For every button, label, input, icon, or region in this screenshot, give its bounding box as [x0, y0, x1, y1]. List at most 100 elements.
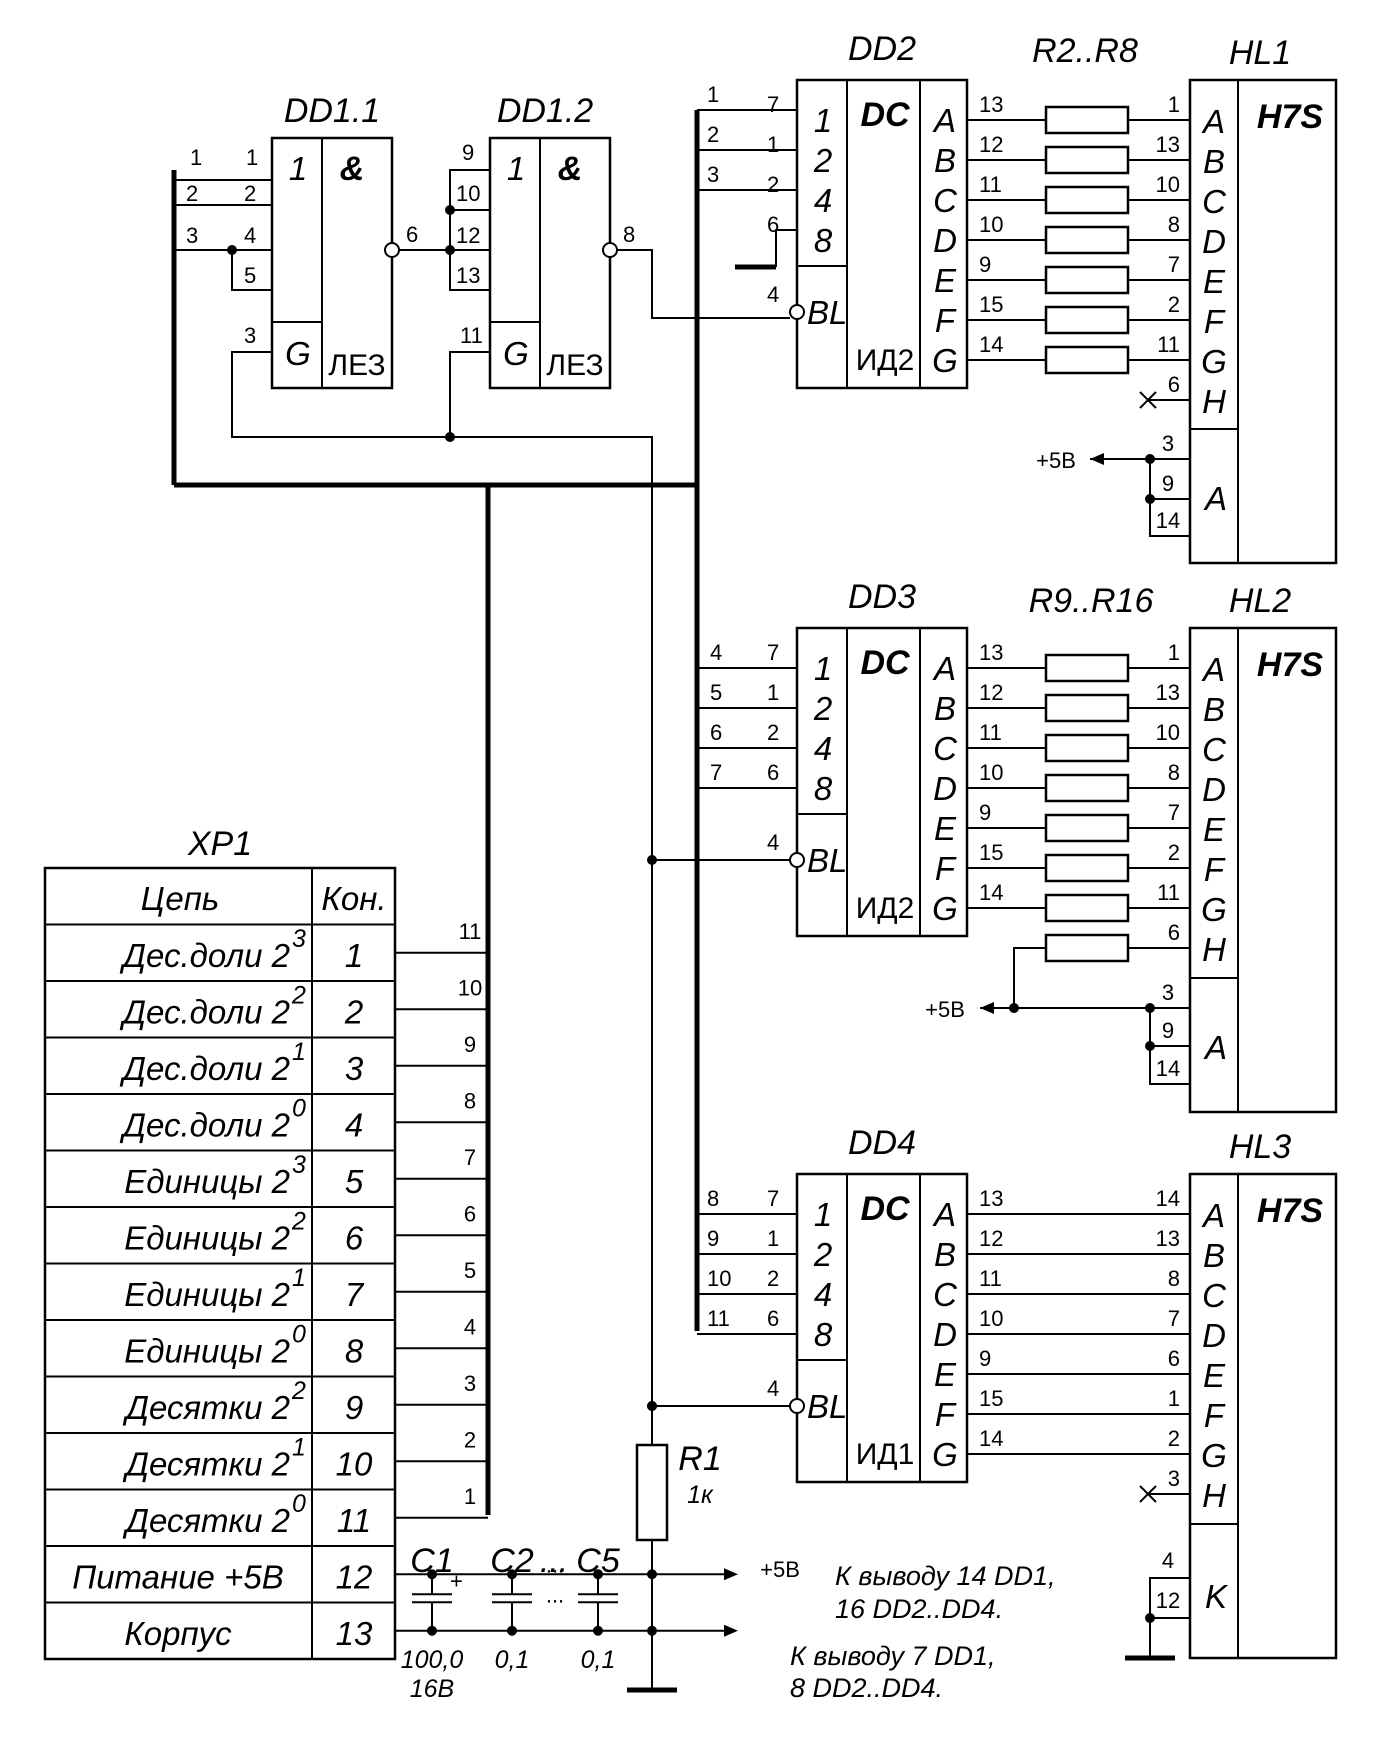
dd3-chip [795, 626, 969, 938]
dd2-bl-bubble [789, 304, 805, 320]
xp1-row-name: Дес.доли 2 [119, 1106, 290, 1143]
dd1-1-in-label: 1 [289, 150, 307, 187]
bus-pin: 4 [710, 640, 722, 665]
resistor-r2-r8 [1044, 105, 1130, 135]
dd3-out-label: B [934, 690, 956, 727]
hl2-title: HL2 [1229, 582, 1291, 620]
dd1-2-enable-label: G [503, 335, 529, 372]
hl2-seg-pin: 11 [1157, 880, 1180, 905]
dd1-1-and-label: & [340, 150, 365, 188]
dd2-out-label: E [934, 262, 957, 299]
c2-value: 0,1 [495, 1646, 530, 1674]
dd4-bl-label: BL [807, 1388, 847, 1425]
dd2-title: DD2 [848, 30, 916, 68]
xp1-bus-pin: 10 [458, 975, 482, 1000]
cap-dots: ... [540, 1542, 568, 1580]
xp1-row-contact: 3 [345, 1050, 364, 1087]
dd4-chip-pin: 1 [767, 1226, 779, 1251]
dd2-in-label: 2 [813, 142, 832, 179]
power-note-2: 16 DD2..DD4. [835, 1594, 1003, 1624]
plus5-arrow-hl1 [1090, 453, 1104, 465]
xp1-row-exp: 1 [292, 1038, 306, 1066]
hl3-seg-label: H [1202, 1477, 1226, 1514]
xp1-bus-pin: 1 [464, 1484, 476, 1509]
dd1-2-type: ЛЕЗ [546, 349, 603, 382]
xp1-bus-pin: 2 [464, 1427, 476, 1452]
xp1-bus-pin: 3 [464, 1371, 476, 1396]
hl1-common-pin: 9 [1162, 471, 1174, 496]
dd3-out-pin: 12 [979, 680, 1003, 705]
hl3-title: HL3 [1229, 1128, 1291, 1166]
dd3-title: DD3 [848, 578, 916, 616]
pin: 8 [623, 222, 635, 247]
junction-dot [647, 855, 657, 865]
xp1-row-contact: 6 [345, 1219, 364, 1256]
hl1-common-label: A [1203, 480, 1227, 517]
cap-dots: ... [546, 1552, 564, 1577]
dd4-chip-pin: 2 [767, 1266, 779, 1291]
dd3-bl-pin: 4 [767, 830, 779, 855]
junction-dot [445, 245, 455, 255]
dd3-out-pin: 11 [979, 720, 1002, 745]
xp1-row-name: Десятки 2 [122, 1445, 290, 1482]
hl1-seg-pin: 8 [1168, 212, 1180, 237]
bus-pin: 10 [707, 1266, 731, 1291]
junction-dot [1145, 454, 1155, 464]
dd2-chip-pin: 1 [767, 132, 779, 157]
plus5-arrow-hl2 [980, 1002, 994, 1014]
xp1-row-contact: 13 [336, 1615, 373, 1652]
xp1-row-exp: 1 [292, 1264, 306, 1292]
resistor-r9-r16 [1044, 893, 1130, 923]
hl3-seg-label: D [1202, 1317, 1226, 1354]
dd3-out-pin: 9 [979, 800, 991, 825]
dd2-in-label: 8 [814, 222, 833, 259]
bus-pin: 6 [710, 720, 722, 745]
hl3-seg-pin: 1 [1168, 1386, 1180, 1411]
plus5-hl1: +5В [1036, 448, 1076, 473]
dd2-out-pin: 15 [979, 292, 1003, 317]
dd3-in-label: 2 [813, 690, 832, 727]
xp1-row-exp: 2 [291, 1377, 306, 1405]
hl3-seg-label: A [1201, 1197, 1225, 1234]
hl1-seg-label: D [1202, 223, 1226, 260]
hl3-seg-pin: 6 [1168, 1346, 1180, 1371]
dd4-in-label: 1 [814, 1196, 832, 1233]
pin: 1 [246, 145, 258, 170]
c5-value: 0,1 [581, 1646, 616, 1674]
dd3-chip-pin: 6 [767, 760, 779, 785]
xp1-bus-pin: 9 [464, 1032, 476, 1057]
xp1-row-name: Единицы 2 [124, 1332, 290, 1369]
dd4-in-label: 8 [814, 1316, 833, 1353]
hl3-type: H7S [1257, 1192, 1323, 1230]
xp1-row-contact: 10 [336, 1445, 373, 1482]
hl3-common-pin: 12 [1156, 1588, 1180, 1613]
junction-dot [1145, 1041, 1155, 1051]
c5-label: C5 [576, 1542, 620, 1580]
xp1-title: XP1 [187, 825, 252, 863]
hl3-seg-label: B [1203, 1237, 1225, 1274]
xp1-row-name: Десятки 2 [122, 1389, 290, 1426]
dd2-out-label: B [934, 142, 956, 179]
junction-dot [647, 1401, 657, 1411]
hl3-seg-pin: 7 [1168, 1306, 1180, 1331]
hl1-seg-pin: 6 [1168, 372, 1180, 397]
hl2-common-pin: 3 [1162, 980, 1174, 1005]
dd3-out-label: C [933, 730, 958, 767]
c1-dot [427, 1625, 437, 1636]
hl1-common-pin: 3 [1162, 431, 1174, 456]
hl2-seg-pin: 2 [1168, 840, 1180, 865]
hl1-seg-pin: 13 [1156, 132, 1180, 157]
dd1-1-enable-label: G [285, 335, 311, 372]
cap-dots: ... [546, 1582, 564, 1607]
resistor-r2-r8 [1044, 225, 1130, 255]
c5-dot [593, 1625, 603, 1636]
xp1-bus-pin: 8 [464, 1088, 476, 1113]
pin: 9 [462, 140, 474, 165]
dd4-out-label: C [933, 1276, 958, 1313]
dd4-bl-pin: 4 [767, 1376, 779, 1401]
dd3-chip-pin: 2 [767, 720, 779, 745]
hl3-seg-pin: 14 [1156, 1186, 1180, 1211]
xp1-row-exp: 0 [292, 1094, 306, 1122]
pin: 12 [456, 223, 480, 248]
pin: 11 [460, 323, 483, 348]
